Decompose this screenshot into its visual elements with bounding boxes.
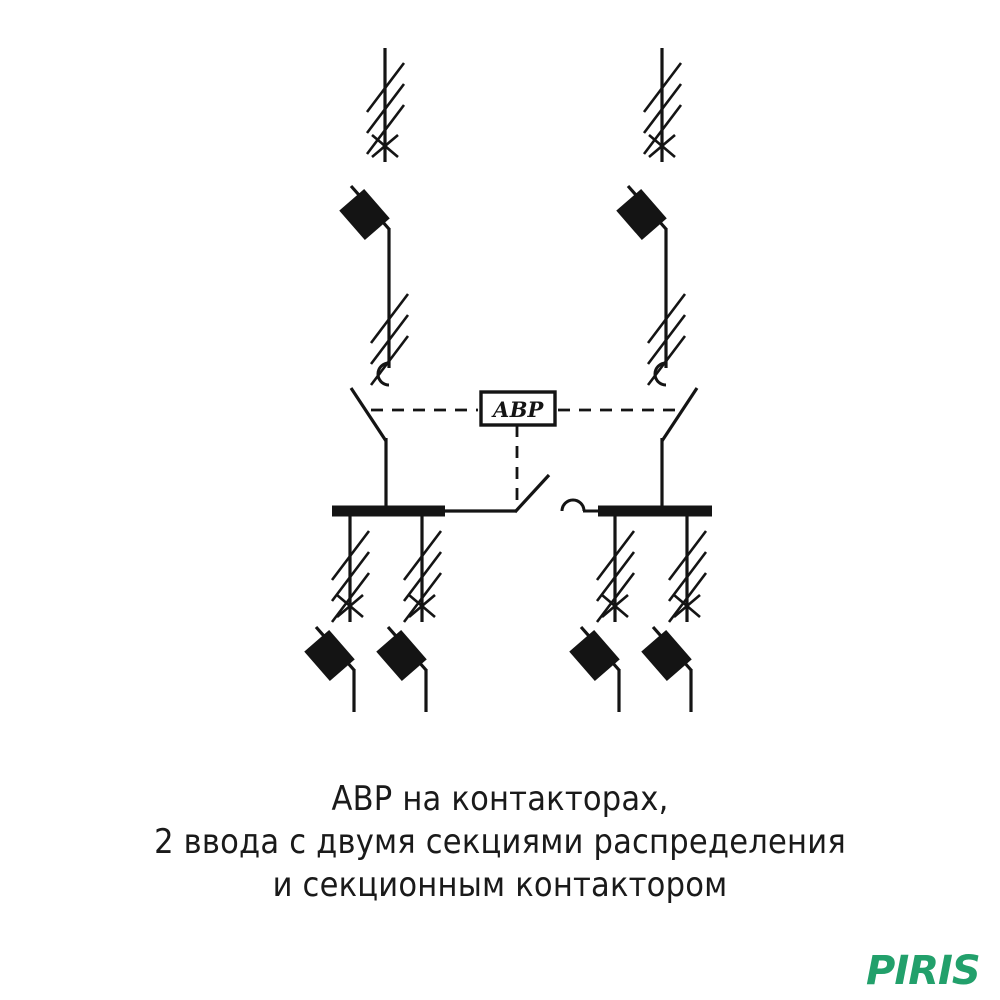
piris-logo: PIRIS: [866, 948, 981, 994]
incomer-left-three-phase-marks: [365, 62, 406, 155]
feeder-right-2: [641, 511, 708, 712]
feeder-right-1-three-phase-marks: [595, 530, 636, 623]
incomer-right-supply-line: [642, 48, 683, 162]
feeder-left-1-contactor-block: [304, 629, 355, 682]
incomer-left-terminal-hook: [376, 361, 390, 387]
feeder-right-2-cross-mark: [673, 594, 701, 618]
sectional-contactor-blade: [513, 473, 551, 514]
diagram-caption: АВР на контакторах, 2 ввода с двумя секц…: [0, 778, 1000, 907]
incomer-left-cross-mark: [371, 134, 399, 158]
switch-section-left-blade: [349, 387, 388, 442]
incomer-left-cable-marks: [369, 293, 410, 387]
feeder-left-2-contactor-block: [376, 629, 427, 682]
avr-control-wiring: [371, 408, 678, 500]
caption-line-3: и секционным контактором: [272, 865, 728, 905]
incomer-left-supply-line: [365, 48, 406, 162]
feeder-left-1-three-phase-marks: [330, 530, 371, 623]
avr-relay-label: АВР: [491, 397, 545, 422]
bus-tie-terminal-hook-right: [560, 498, 600, 513]
switch-section-left-input: [349, 387, 388, 511]
contactor-incomer-left: [339, 184, 391, 368]
incomer-right-cable-marks: [646, 293, 687, 387]
feeder-left-2-three-phase-marks: [402, 530, 443, 623]
incomer-right-cross-mark: [648, 134, 676, 158]
feeder-left-1: [304, 511, 371, 712]
feeder-right-2-contactor-block: [641, 629, 692, 682]
contactor-incomer-right: [616, 184, 668, 368]
sectional-contactor-tie: [513, 473, 551, 514]
contactor-incomer-right-block: [616, 188, 667, 241]
feeder-left-2-cross-mark: [408, 594, 436, 618]
feeder-right-1: [569, 511, 636, 712]
caption-line-2: 2 ввода с двумя секциями распределения: [154, 822, 846, 862]
feeder-right-2-three-phase-marks: [667, 530, 708, 623]
switch-section-right-blade: [660, 387, 699, 442]
incomer-right-terminal-hook: [653, 361, 667, 387]
feeder-left-1-cross-mark: [336, 594, 364, 618]
feeder-right-1-contactor-block: [569, 629, 620, 682]
feeder-left-2: [376, 511, 443, 712]
caption-line-1: АВР на контакторах,: [331, 779, 669, 819]
avr-relay-box: [479, 390, 557, 427]
feeder-right-1-cross-mark: [601, 594, 629, 618]
contactor-incomer-left-block: [339, 188, 390, 241]
switch-section-right-input: [660, 387, 699, 511]
incomer-right-three-phase-marks: [642, 62, 683, 155]
